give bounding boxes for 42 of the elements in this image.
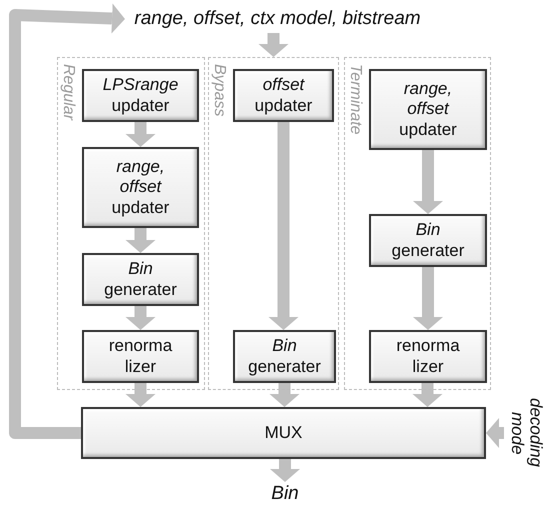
dashed-panel	[344, 57, 491, 390]
panel-label: Terminate	[347, 64, 363, 135]
arrow	[268, 122, 298, 330]
process-box	[82, 253, 199, 306]
arrow	[126, 383, 156, 407]
box-label: range, offset updater	[110, 156, 170, 218]
feedback-arrow	[9, 4, 125, 439]
arrow	[126, 228, 156, 253]
box-label: MUX	[264, 422, 302, 444]
process-box	[369, 214, 487, 267]
arrow	[413, 150, 443, 214]
arrow	[126, 306, 156, 330]
arrow	[126, 122, 156, 147]
box-label: Bin generater	[247, 336, 322, 377]
box-label: renorma lizer	[108, 336, 174, 377]
arrow	[486, 418, 504, 448]
arrow	[412, 383, 442, 407]
box-label: Bin generater	[103, 259, 178, 300]
process-box	[233, 69, 334, 122]
signal-label: decoding mode	[507, 397, 545, 470]
arrow	[270, 383, 300, 407]
dashed-panel	[57, 57, 205, 390]
signal-label: Bin	[271, 483, 299, 505]
box-label: range, offset updater	[398, 78, 458, 140]
process-box	[82, 147, 199, 228]
process-box	[81, 407, 486, 459]
box-label: Bin generater	[390, 220, 466, 261]
panel-label: Bypass	[211, 64, 227, 116]
arrow	[413, 267, 443, 330]
process-box	[369, 330, 487, 383]
arrow	[270, 459, 300, 482]
signal-label: range, offset, ctx model, bitstream	[134, 8, 421, 30]
process-box	[233, 330, 336, 383]
box-label: offset updater	[254, 75, 314, 116]
box-label: renorma lizer	[395, 336, 461, 377]
process-box	[82, 69, 199, 122]
panel-label: Regular	[60, 64, 76, 120]
dashed-panel	[208, 57, 339, 390]
process-box	[369, 69, 487, 150]
process-box	[82, 330, 199, 383]
box-label: LPSrange updater	[102, 75, 180, 116]
arrow	[258, 33, 288, 57]
